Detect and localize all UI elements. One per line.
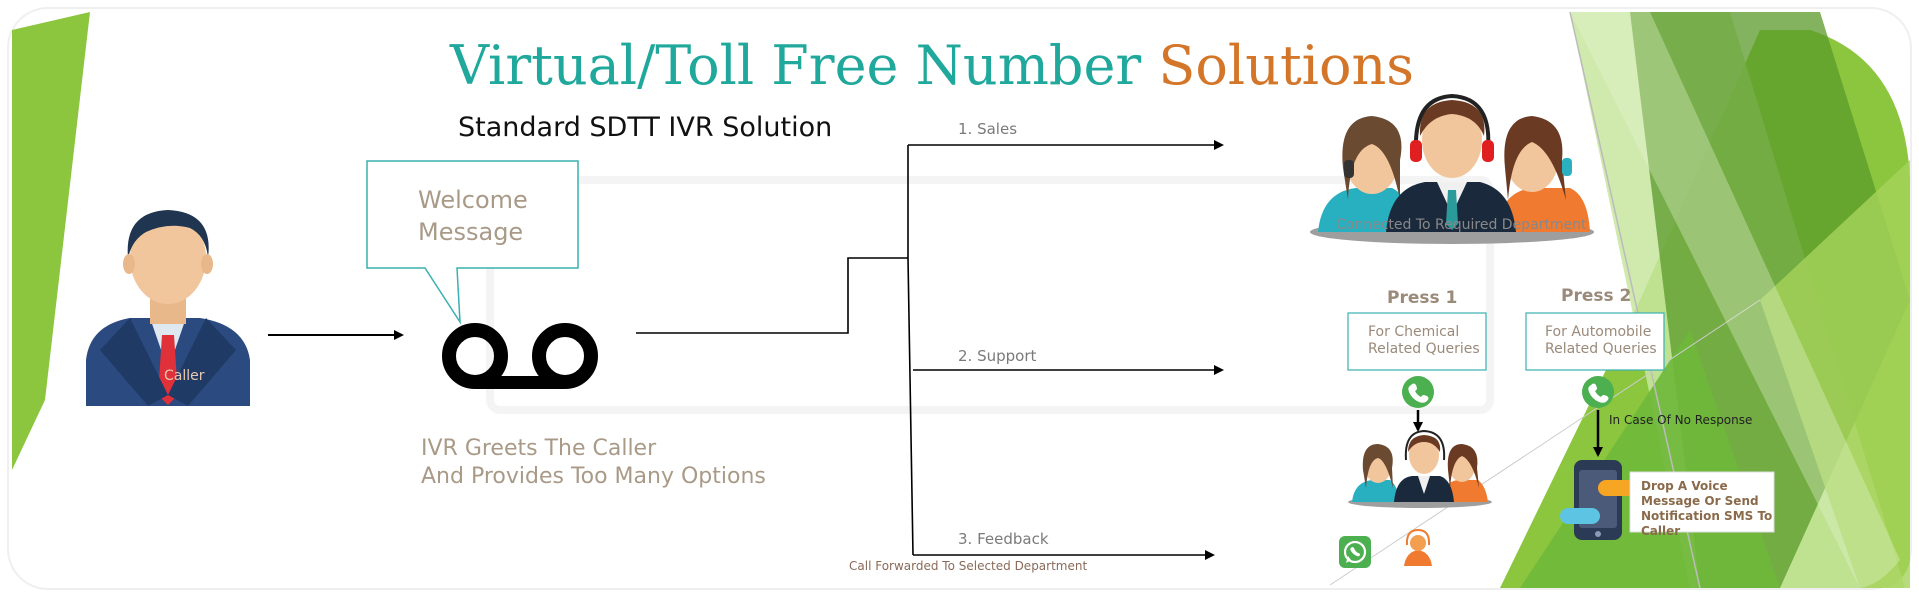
phone-green-icon — [1582, 376, 1614, 408]
voice-message-note: Drop A Voice Message Or Send Notificatio… — [1641, 479, 1773, 538]
voice-message-box — [1629, 471, 1775, 533]
caller-label: Caller — [164, 368, 205, 384]
press1-label: Press 1 — [1387, 288, 1458, 308]
welcome-bubble — [366, 160, 579, 325]
agents-caption: Connected To Required Department — [1336, 217, 1587, 233]
press2-label: Press 2 — [1561, 286, 1632, 306]
faint-panel — [486, 176, 1494, 414]
option-feedback: 3. Feedback — [958, 530, 1049, 548]
flow-lines — [636, 140, 1224, 560]
press2-box — [1525, 312, 1665, 371]
whatsapp-icon — [1339, 536, 1371, 568]
page-title: Virtual/Toll Free Number Solutions — [450, 34, 1414, 97]
left-accent — [12, 12, 90, 470]
ivr-caption-line1: IVR Greets The Caller — [421, 436, 657, 461]
agents-group-small — [1348, 429, 1492, 508]
press1-description: For Chemical Related Queries — [1368, 324, 1480, 357]
no-response-label: In Case Of No Response — [1609, 413, 1753, 427]
press2-description: For Automobile Related Queries — [1545, 324, 1657, 357]
chat-bubble-icon — [1560, 480, 1636, 524]
caller-avatar — [86, 210, 250, 406]
agents-group-top — [1310, 93, 1594, 244]
ivr-caption-line2: And Provides Too Many Options — [421, 464, 766, 489]
option-sales: 1. Sales — [958, 120, 1018, 138]
welcome-message: Welcome Message — [418, 186, 528, 246]
ivr-caption: IVR Greets The Caller And Provides Too M… — [421, 435, 781, 491]
voicemail-icon — [442, 323, 598, 389]
forward-note: Call Forwarded To Selected Department — [849, 559, 1088, 573]
option-support: 2. Support — [958, 347, 1037, 365]
press1-box — [1347, 312, 1487, 371]
phone-green-icon — [1402, 376, 1434, 408]
support-agent-icon — [1404, 528, 1432, 566]
mobile-phone-icon — [1574, 460, 1622, 540]
diagram-subtitle: Standard SDTT IVR Solution — [458, 112, 833, 143]
